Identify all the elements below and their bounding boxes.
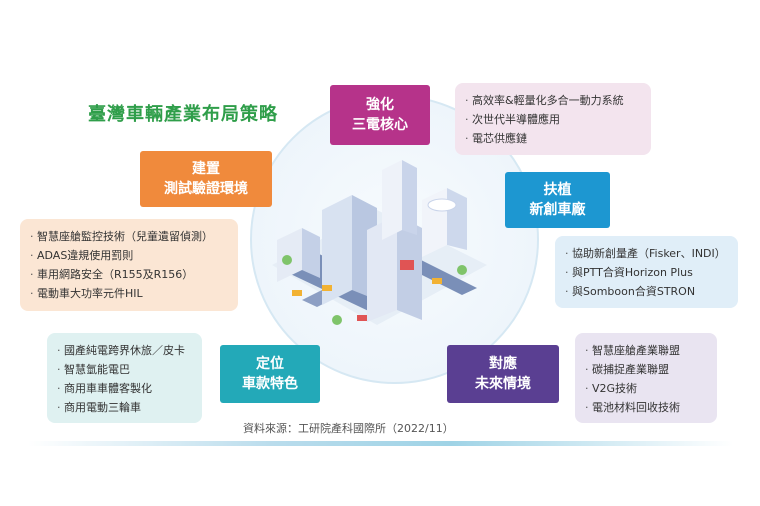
tag-position-line1: 定位 [256, 356, 284, 372]
tag-build-line1: 建置 [192, 161, 220, 177]
tag-position-line2: 車款特色 [242, 376, 298, 392]
tag-build-test-env: 建置 測試驗證環境 [140, 151, 272, 207]
list-item: 國產純電跨界休旅／皮卡 [57, 341, 192, 360]
tag-respond-line1: 對應 [489, 356, 517, 372]
list-item: 車用網路安全（R155及R156） [30, 265, 228, 284]
list-item: 與Somboon合資STRON [565, 282, 728, 301]
list-item: 智慧座艙監控技術（兒童遺留偵測） [30, 227, 228, 246]
divider-bar [28, 441, 733, 446]
tag-foster-startups: 扶植 新創車廠 [505, 172, 610, 228]
list-item: 高效率&輕量化多合一動力系統 [465, 91, 641, 110]
box-build-items: 智慧座艙監控技術（兒童遺留偵測） ADAS違規使用罰則 車用網路安全（R155及… [20, 219, 238, 311]
tag-foster-line2: 新創車廠 [529, 202, 586, 218]
list-item: 商用電動三輪車 [57, 398, 192, 417]
list-item: 智慧氫能電巴 [57, 360, 192, 379]
tag-foster-line1: 扶植 [543, 182, 572, 198]
tag-strengthen-line1: 強化 [366, 97, 394, 113]
list-item: ADAS違規使用罰則 [30, 246, 228, 265]
page-title: 臺灣車輛產業布局策略 [88, 104, 278, 125]
list-item: 商用車車體客製化 [57, 379, 192, 398]
list-item: 與PTT合資Horizon Plus [565, 263, 728, 282]
box-position-items: 國產純電跨界休旅／皮卡 智慧氫能電巴 商用車車體客製化 商用電動三輪車 [47, 333, 202, 423]
tag-strengthen-core: 強化 三電核心 [330, 85, 430, 145]
list-item: 協助新創量產（Fisker、INDI） [565, 244, 728, 263]
smart-city-illustration [272, 160, 487, 325]
list-item: 次世代半導體應用 [465, 110, 641, 129]
source-note: 資料來源：工研院產科國際所（2022/11） [243, 422, 454, 435]
box-foster-items: 協助新創量產（Fisker、INDI） 與PTT合資Horizon Plus 與… [555, 236, 738, 308]
list-item: 電池材料回收技術 [585, 398, 707, 417]
tag-respond-future: 對應 未來情境 [447, 345, 559, 403]
list-item: V2G技術 [585, 379, 707, 398]
tag-respond-line2: 未來情境 [475, 376, 531, 392]
box-strengthen-items: 高效率&輕量化多合一動力系統 次世代半導體應用 電芯供應鏈 [455, 83, 651, 155]
tag-build-line2: 測試驗證環境 [164, 181, 248, 197]
box-respond-items: 智慧座艙產業聯盟 碳捕捉產業聯盟 V2G技術 電池材料回收技術 [575, 333, 717, 423]
tag-position-models: 定位 車款特色 [220, 345, 320, 403]
list-item: 電芯供應鏈 [465, 129, 641, 148]
list-item: 智慧座艙產業聯盟 [585, 341, 707, 360]
list-item: 碳捕捉產業聯盟 [585, 360, 707, 379]
list-item: 電動車大功率元件HIL [30, 284, 228, 303]
tag-strengthen-line2: 三電核心 [352, 117, 408, 133]
